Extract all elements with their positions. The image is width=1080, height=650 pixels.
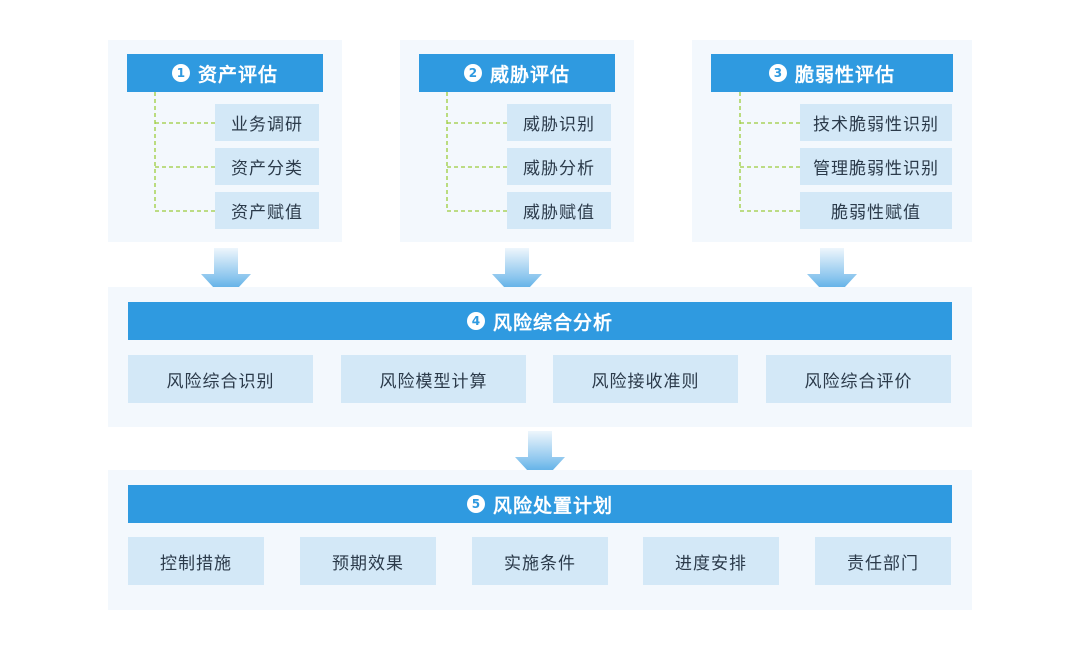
threat-item-valuation: 威胁赋值 (507, 192, 611, 229)
plan-item-control-measures: 控制措施 (128, 537, 264, 585)
vulnerability-tree-connector (739, 92, 800, 212)
asset-item-business-survey: 业务调研 (215, 104, 319, 141)
risk-treatment-header: 5 风险处置计划 (128, 485, 952, 523)
plan-item-schedule: 进度安排 (643, 537, 779, 585)
risk-item-model-calculation: 风险模型计算 (341, 355, 526, 403)
step-number-badge: 1 (171, 64, 190, 82)
risk-item-acceptance-criteria: 风险接收准则 (553, 355, 738, 403)
asset-assessment-title: 资产评估 (197, 63, 278, 86)
risk-treatment-title: 风险处置计划 (492, 494, 613, 517)
asset-assessment-header: 1 资产评估 (127, 54, 323, 92)
vuln-item-management-identification: 管理脆弱性识别 (800, 148, 952, 185)
step-number-badge: 3 (768, 64, 787, 82)
threat-assessment-header: 2 威胁评估 (419, 54, 615, 92)
down-arrow-icon (807, 248, 857, 301)
risk-analysis-title: 风险综合分析 (492, 311, 613, 334)
plan-item-responsible-department: 责任部门 (815, 537, 951, 585)
down-arrow-icon (515, 431, 565, 484)
asset-tree-connector (154, 92, 215, 212)
step-number-badge: 5 (466, 495, 485, 513)
vuln-item-technical-identification: 技术脆弱性识别 (800, 104, 952, 141)
down-arrow-icon (492, 248, 542, 301)
down-arrow-icon (201, 248, 251, 301)
risk-analysis-header: 4 风险综合分析 (128, 302, 952, 340)
asset-item-asset-valuation: 资产赋值 (215, 192, 319, 229)
plan-item-expected-effect: 预期效果 (300, 537, 436, 585)
threat-tree-connector (446, 92, 507, 212)
threat-assessment-title: 威胁评估 (489, 63, 570, 86)
risk-item-identification: 风险综合识别 (128, 355, 313, 403)
risk-item-evaluation: 风险综合评价 (766, 355, 951, 403)
threat-item-identification: 威胁识别 (507, 104, 611, 141)
vuln-item-valuation: 脆弱性赋值 (800, 192, 952, 229)
step-number-badge: 2 (463, 64, 482, 82)
threat-item-analysis: 威胁分析 (507, 148, 611, 185)
vulnerability-assessment-header: 3 脆弱性评估 (711, 54, 953, 92)
vulnerability-assessment-title: 脆弱性评估 (794, 63, 895, 86)
asset-item-asset-classification: 资产分类 (215, 148, 319, 185)
plan-item-implementation-conditions: 实施条件 (472, 537, 608, 585)
step-number-badge: 4 (466, 312, 485, 330)
